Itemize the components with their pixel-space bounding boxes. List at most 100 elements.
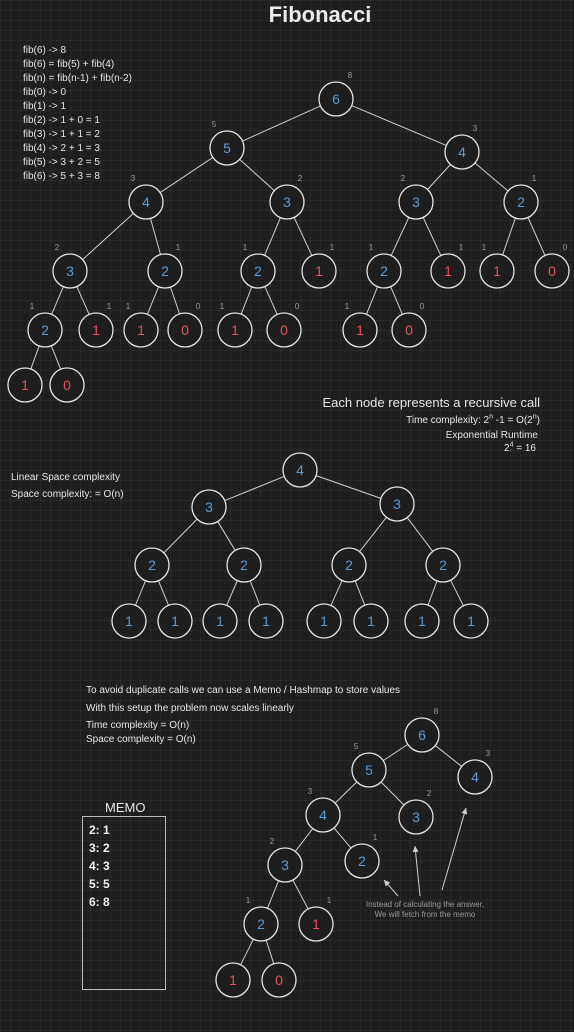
node-circle bbox=[306, 603, 342, 639]
tree2-edge bbox=[163, 518, 198, 554]
node-label: 0 bbox=[405, 322, 413, 338]
memo-edge bbox=[265, 940, 275, 964]
tree1-node: 55 bbox=[209, 120, 245, 166]
tree1-edge bbox=[474, 162, 509, 192]
node-circle bbox=[243, 906, 279, 942]
tree1-edge bbox=[422, 217, 442, 256]
memo-edge bbox=[292, 879, 309, 910]
tree2-node: 1 bbox=[202, 603, 238, 639]
tc-suffix: ) bbox=[536, 415, 540, 426]
note-line: fib(4) -> 2 + 1 = 3 bbox=[23, 143, 100, 154]
node-label: 1 bbox=[231, 322, 239, 338]
node-circle bbox=[318, 81, 354, 117]
node-label: 2 bbox=[254, 263, 262, 279]
node-label: 3 bbox=[205, 499, 213, 515]
node-label: 5 bbox=[223, 140, 231, 156]
memo-entry: 6: 8 bbox=[89, 895, 110, 909]
node-circle bbox=[342, 312, 378, 348]
tree1-node: 21 bbox=[27, 302, 63, 348]
memo-callout-arrow bbox=[441, 807, 468, 891]
node-label: 6 bbox=[332, 91, 340, 107]
memo-edge bbox=[333, 827, 352, 849]
tree1-edge bbox=[502, 217, 516, 256]
tree1-node: 21 bbox=[147, 243, 183, 289]
tree1-edge bbox=[293, 217, 313, 256]
example-result: = 16 bbox=[513, 443, 536, 454]
memo-entry: 2: 1 bbox=[89, 823, 110, 837]
tree1-node: 43 bbox=[444, 124, 480, 170]
node-circle bbox=[147, 253, 183, 289]
note-line: fib(6) -> 5 + 3 = 8 bbox=[23, 171, 100, 182]
memo-callout-arrow bbox=[412, 845, 421, 897]
node-label: 4 bbox=[319, 807, 327, 823]
node-circle bbox=[444, 134, 480, 170]
note-line: fib(3) -> 1 + 1 = 2 bbox=[23, 129, 100, 140]
node-label: 1 bbox=[320, 613, 328, 629]
memo-callout-line1: Instead of calculating the answer, bbox=[365, 900, 485, 909]
tree1-edge bbox=[159, 157, 214, 193]
tree1-edge bbox=[264, 217, 281, 256]
node-circle bbox=[209, 130, 245, 166]
memo-callout-arrow bbox=[383, 879, 399, 897]
node-result-label: 0 bbox=[563, 243, 568, 252]
tree2-edge bbox=[157, 580, 170, 606]
node-circle bbox=[240, 253, 276, 289]
memo-node: 43 bbox=[457, 749, 493, 795]
tree1-node: 11 bbox=[123, 302, 159, 348]
node-result-label: 2 bbox=[427, 789, 432, 798]
tree2-edge bbox=[450, 579, 464, 607]
node-circle bbox=[457, 759, 493, 795]
node-circle bbox=[78, 312, 114, 348]
node-label: 2 bbox=[345, 557, 353, 573]
tree1-edge bbox=[30, 345, 40, 370]
tree2-node: 3 bbox=[379, 486, 415, 522]
node-result-label: 2 bbox=[55, 243, 60, 252]
node-label: 1 bbox=[262, 613, 270, 629]
memo-space-complexity: Space complexity = O(n) bbox=[86, 734, 196, 745]
node-circle bbox=[503, 184, 539, 220]
node-label: 1 bbox=[171, 613, 179, 629]
memo-edge bbox=[240, 938, 254, 966]
callout-arrows bbox=[383, 807, 468, 897]
time-complexity-exponential: Time complexity: 2n -1 = O(2n) bbox=[406, 413, 540, 426]
memo-entry: 5: 5 bbox=[89, 877, 110, 891]
node-label: 3 bbox=[393, 496, 401, 512]
node-circle bbox=[266, 312, 302, 348]
memo-node: 32 bbox=[267, 837, 303, 883]
node-label: 0 bbox=[280, 322, 288, 338]
note-line: fib(2) -> 1 + 0 = 1 bbox=[23, 115, 100, 126]
node-result-label: 5 bbox=[212, 120, 217, 129]
note-line: fib(5) -> 3 + 2 = 5 bbox=[23, 157, 100, 168]
node-result-label: 1 bbox=[532, 174, 537, 183]
node-label: 1 bbox=[312, 916, 320, 932]
node-circle bbox=[128, 184, 164, 220]
tc-exp2: n bbox=[532, 413, 537, 421]
node-circle bbox=[298, 906, 334, 942]
tree1-edge bbox=[150, 218, 161, 255]
memo-node: 32 bbox=[398, 789, 434, 835]
tree1-edge bbox=[82, 213, 134, 260]
node-label: 1 bbox=[493, 263, 501, 279]
node-label: 2 bbox=[439, 557, 447, 573]
node-result-label: 1 bbox=[482, 243, 487, 252]
node-label: 1 bbox=[367, 613, 375, 629]
node-label: 0 bbox=[275, 972, 283, 988]
node-result-label: 2 bbox=[298, 174, 303, 183]
tc-mid: -1 = O(2 bbox=[493, 415, 533, 426]
page-title: Fibonacci bbox=[268, 2, 372, 27]
recursive-call-heading: Each node represents a recursive call bbox=[322, 395, 540, 410]
node-circle bbox=[425, 547, 461, 583]
memo-node: 21 bbox=[344, 833, 380, 879]
node-circle bbox=[202, 603, 238, 639]
tree1-node: 32 bbox=[52, 243, 88, 289]
tree1-node: 11 bbox=[342, 302, 378, 348]
node-result-label: 2 bbox=[270, 837, 275, 846]
tree1-edge bbox=[390, 286, 403, 315]
tree1-edge bbox=[146, 286, 160, 315]
tree-edges bbox=[30, 105, 546, 966]
node-circle bbox=[391, 312, 427, 348]
node-result-label: 1 bbox=[176, 243, 181, 252]
node-circle bbox=[453, 603, 489, 639]
node-result-label: 0 bbox=[295, 302, 300, 311]
